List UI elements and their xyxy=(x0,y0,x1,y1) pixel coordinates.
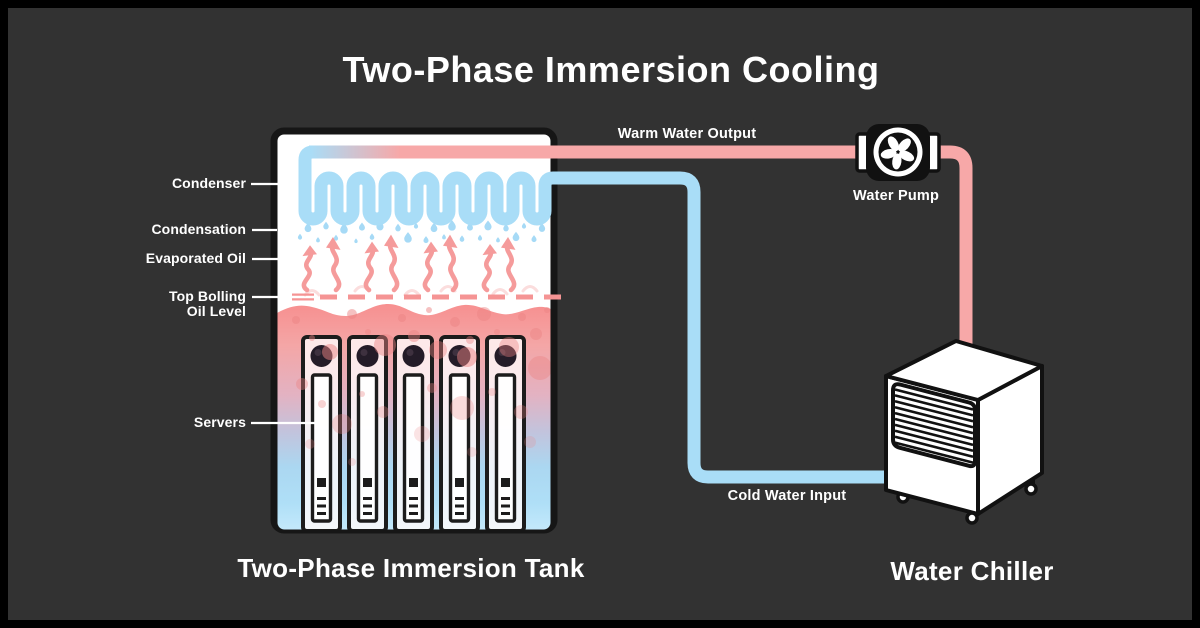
water-chiller-illustration xyxy=(884,339,1044,525)
chiller-grille xyxy=(891,382,977,469)
label-warm-water-output: Warm Water Output xyxy=(617,126,757,142)
boiling-bubbles xyxy=(292,307,551,466)
caster-wheel xyxy=(1024,482,1038,496)
water-pump-icon xyxy=(855,124,941,181)
label-condensation: Condensation xyxy=(151,221,246,237)
label-condenser: Condenser xyxy=(171,175,246,191)
label-cold-water-input: Cold Water Input xyxy=(727,488,847,504)
server-blade xyxy=(393,335,434,530)
oil-level-dash-line xyxy=(292,293,562,301)
label-leader-lines xyxy=(251,182,318,425)
label-evaporated-oil: Evaporated Oil xyxy=(145,250,246,266)
fan-icon xyxy=(880,136,915,170)
page-title: Two-Phase Immersion Cooling xyxy=(342,49,880,90)
chiller-top-face xyxy=(884,339,1044,402)
label-top-boiling-oil-level: Top Bolling Oil Level xyxy=(168,288,246,319)
server-blade xyxy=(301,335,342,530)
chiller-caption: Water Chiller xyxy=(890,556,1054,586)
immersion-tank xyxy=(270,127,562,534)
warm-water-pipe xyxy=(309,145,973,352)
tank-caption: Two-Phase Immersion Tank xyxy=(237,553,585,583)
cold-water-pipe-and-condenser-coil xyxy=(298,145,895,484)
server-blade xyxy=(439,335,480,530)
server-blade xyxy=(347,335,388,530)
label-servers: Servers xyxy=(193,414,246,430)
server-blade xyxy=(485,335,526,530)
evaporated-oil-arrows xyxy=(303,234,516,290)
immersed-servers xyxy=(301,335,526,530)
label-water-pump: Water Pump xyxy=(852,188,940,204)
